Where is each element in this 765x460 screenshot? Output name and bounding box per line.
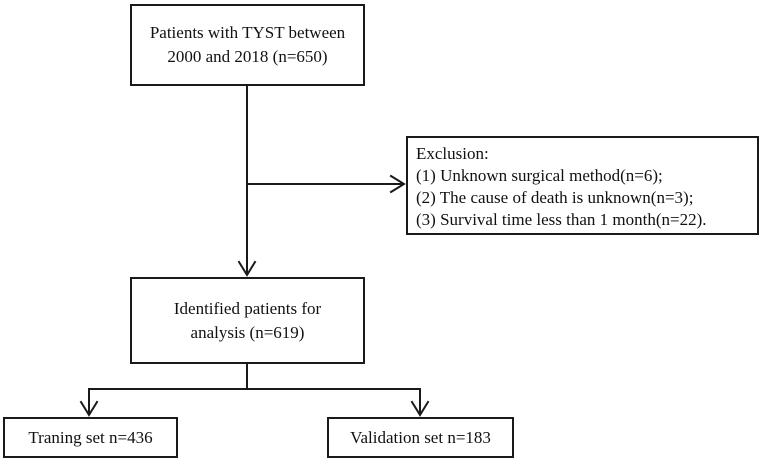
identified-box-line-2: analysis (n=619) <box>190 322 305 342</box>
arrowhead-to-validation <box>410 400 430 417</box>
identified-box: Identified patients for analysis (n=619) <box>130 277 365 364</box>
exclusion-item-3: (3) Survival time less than 1 month(n=22… <box>416 210 707 229</box>
identified-box-line-1: Identified patients for <box>173 298 322 318</box>
exclusion-item-2: (2) The cause of death is unknown(n=3); <box>416 188 694 207</box>
start-box-line-1: Patients with TYST between <box>149 23 346 42</box>
start-box: Patients with TYST between 2000 and 2018… <box>130 4 365 86</box>
start-box-line-2: 2000 and 2018 (n=650) <box>167 47 328 66</box>
exclusion-box: Exclusion: (1) Unknown surgical method(n… <box>406 136 759 235</box>
exclusion-title: Exclusion: <box>416 144 489 163</box>
validation-set-label: Validation set n=183 <box>350 427 491 447</box>
exclusion-item-1: (1) Unknown surgical method(n=6); <box>416 166 663 185</box>
arrowhead-to-identified <box>237 260 257 277</box>
arrowhead-to-exclusion <box>389 174 406 194</box>
arrowhead-to-training <box>79 400 99 417</box>
training-set-label: Traning set n=436 <box>28 427 153 447</box>
training-set-box: Traning set n=436 <box>3 417 178 458</box>
validation-set-box: Validation set n=183 <box>327 417 514 458</box>
